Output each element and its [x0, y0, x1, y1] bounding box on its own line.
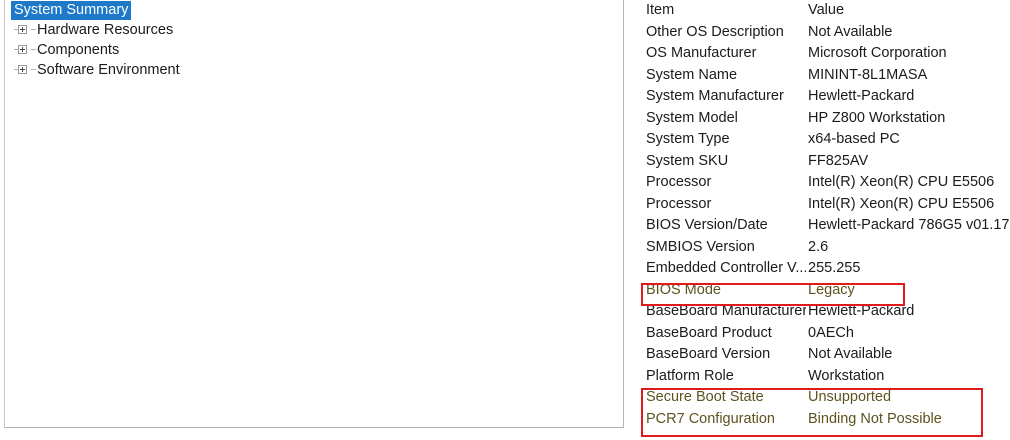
cell-value: Workstation: [808, 367, 885, 384]
cell-value: 0AECh: [808, 324, 854, 341]
table-row[interactable]: Other OS Description Not Available: [630, 22, 1010, 44]
cell-value: Intel(R) Xeon(R) CPU E5506: [808, 174, 995, 190]
detail-header-row: Item Value: [630, 0, 1010, 22]
table-row[interactable]: System Model HP Z800 Workstation: [630, 108, 1010, 130]
table-row[interactable]: BIOS Mode Legacy: [630, 280, 1010, 302]
tree-connector-right: [31, 28, 36, 30]
cell-item: BaseBoard Manufacturer: [646, 303, 806, 319]
table-row[interactable]: PCR7 Configuration Binding Not Possible: [630, 409, 1010, 431]
tree-connector-left: [14, 48, 18, 50]
cell-value: x64-based PC: [808, 131, 900, 147]
cell-item: Embedded Controller V...: [646, 260, 806, 276]
table-row[interactable]: OS Manufacturer Microsoft Corporation: [630, 43, 1010, 65]
cell-item: BaseBoard Product: [646, 324, 772, 341]
table-row[interactable]: Secure Boot State Unsupported: [630, 387, 1010, 409]
column-header-value[interactable]: Value: [808, 2, 845, 18]
cell-item: Platform Role: [646, 367, 734, 384]
cell-item: System SKU: [646, 152, 729, 169]
plus-box-icon[interactable]: [18, 24, 27, 34]
cell-item: BaseBoard Version: [646, 346, 771, 362]
plus-box-icon[interactable]: [18, 64, 27, 74]
tree-item-components[interactable]: Components: [5, 40, 623, 60]
cell-item: Secure Boot State: [646, 389, 764, 405]
cell-item: OS Manufacturer: [646, 45, 757, 61]
cell-value: FF825AV: [808, 152, 869, 169]
cell-value: Hewlett-Packard 786G5 v01.17, 8/: [808, 217, 1010, 233]
table-row[interactable]: System Type x64-based PC: [630, 129, 1010, 151]
table-row[interactable]: System Name MININT-8L1MASA: [630, 65, 1010, 87]
tree-connector-left: [14, 68, 18, 70]
cell-item: BIOS Mode: [646, 281, 721, 298]
tree-item-hardware-resources[interactable]: Hardware Resources: [5, 20, 623, 40]
cell-item: Processor: [646, 174, 712, 190]
cell-value: Hewlett-Packard: [808, 88, 915, 104]
column-header-item[interactable]: Item: [646, 2, 675, 18]
cell-item: System Type: [646, 131, 730, 147]
table-row[interactable]: System SKU FF825AV: [630, 151, 1010, 173]
cell-item: Processor: [646, 195, 712, 212]
plus-box-icon[interactable]: [18, 44, 27, 54]
cell-item: System Manufacturer: [646, 88, 784, 104]
cell-value: 255.255: [808, 260, 861, 276]
table-row[interactable]: Platform Role Workstation: [630, 366, 1010, 388]
tree-connector-left: [14, 28, 18, 30]
cell-value: Hewlett-Packard: [808, 303, 915, 319]
tree-item-label: Hardware Resources: [37, 22, 174, 39]
cell-value: MININT-8L1MASA: [808, 66, 928, 83]
cell-item: PCR7 Configuration: [646, 410, 775, 427]
table-row[interactable]: Processor Intel(R) Xeon(R) CPU E5506: [630, 172, 1010, 194]
table-row[interactable]: SMBIOS Version 2.6: [630, 237, 1010, 259]
tree-item-software-environment[interactable]: Software Environment: [5, 60, 623, 80]
cell-value: Binding Not Possible: [808, 410, 942, 427]
table-row[interactable]: Embedded Controller V...255.255: [630, 258, 1010, 280]
cell-value: Not Available: [808, 346, 893, 362]
cell-value: Microsoft Corporation: [808, 45, 947, 61]
table-row[interactable]: System Manufacturer Hewlett-Packard: [630, 86, 1010, 108]
table-row[interactable]: BaseBoard Product 0AECh: [630, 323, 1010, 345]
tree-item-label: Software Environment: [37, 62, 180, 79]
table-row[interactable]: BaseBoard Version Not Available: [630, 344, 1010, 366]
cell-item: System Name: [646, 66, 738, 83]
table-row[interactable]: Processor Intel(R) Xeon(R) CPU E5506: [630, 194, 1010, 216]
cell-value: Legacy: [808, 281, 855, 298]
cell-value: HP Z800 Workstation: [808, 109, 946, 126]
cell-item: SMBIOS Version: [646, 238, 755, 255]
cell-value: Intel(R) Xeon(R) CPU E5506: [808, 195, 995, 212]
cell-value: Not Available: [808, 23, 893, 40]
tree-item-system-summary[interactable]: System Summary: [5, 0, 623, 20]
cell-value: 2.6: [808, 238, 829, 255]
tree-connector-right: [31, 48, 36, 50]
cell-value: Unsupported: [808, 389, 892, 405]
cell-item: Other OS Description: [646, 23, 784, 40]
tree-item-label: Components: [37, 42, 120, 59]
tree-connector-right: [31, 68, 36, 70]
tree-item-label: System Summary: [11, 0, 132, 20]
cell-item: System Model: [646, 109, 738, 126]
cell-item: BIOS Version/Date: [646, 217, 768, 233]
table-row[interactable]: BIOS Version/Date Hewlett-Packard 786G5 v…: [630, 215, 1010, 237]
